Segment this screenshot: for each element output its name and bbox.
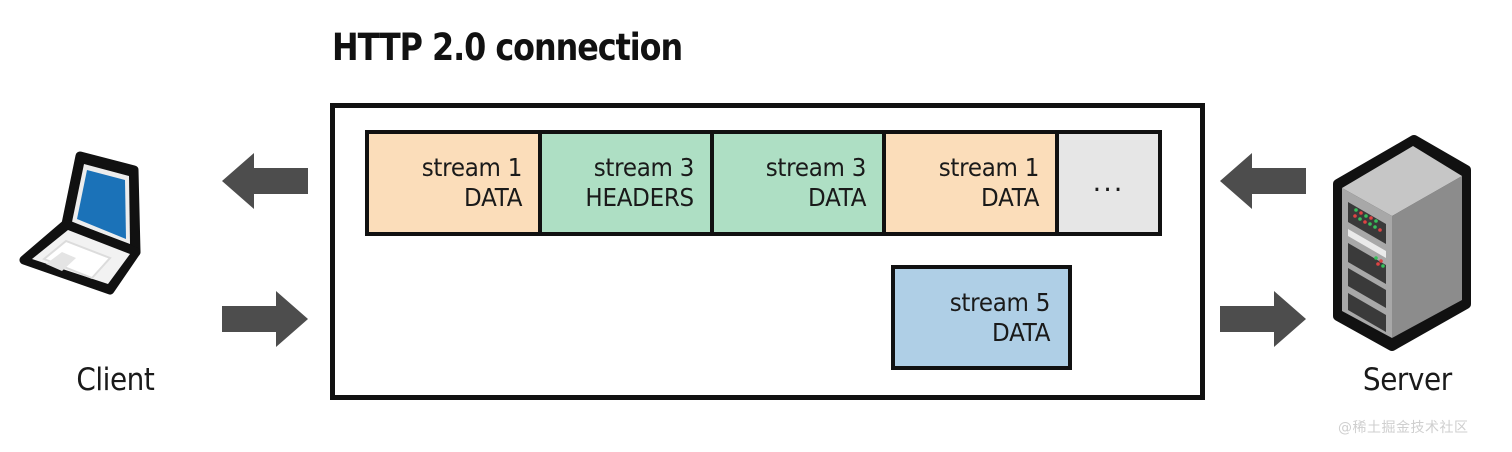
watermark-text: @稀土掘金技术社区 — [1338, 420, 1469, 436]
frame-stream-label: stream 1 — [938, 153, 1040, 182]
arrow-server-inbound-icon — [1220, 152, 1306, 210]
frame-more-placeholder[interactable]: ... — [1055, 130, 1162, 236]
downstream-frame-strip: stream 1 DATA stream 3 HEADERS stream 3 … — [365, 130, 1162, 236]
frame-type-label: DATA — [991, 317, 1050, 347]
frame-stream-3-headers[interactable]: stream 3 HEADERS — [538, 130, 714, 236]
frame-stream-5-data[interactable]: stream 5 DATA — [891, 265, 1072, 370]
laptop-icon — [18, 140, 208, 330]
arrow-client-outbound-icon — [222, 290, 308, 348]
arrow-server-outbound-icon — [1220, 290, 1306, 348]
frame-stream-label: stream 1 — [421, 153, 523, 182]
diagram-title: HTTP 2.0 connection — [332, 26, 683, 69]
client-label: Client — [76, 362, 155, 398]
frame-type-label: DATA — [807, 183, 866, 212]
frame-type-label: DATA — [463, 183, 522, 212]
frame-stream-3-data[interactable]: stream 3 DATA — [710, 130, 886, 236]
frame-type-label: DATA — [980, 183, 1039, 212]
frame-type-label: HEADERS — [585, 183, 695, 212]
frame-stream-label: stream 3 — [765, 153, 867, 182]
server-tower-icon — [1322, 132, 1482, 360]
ellipsis-label: ... — [1092, 167, 1125, 198]
frame-stream-1-data-a[interactable]: stream 1 DATA — [365, 130, 542, 236]
frame-stream-label: stream 3 — [593, 153, 695, 182]
server-label: Server — [1362, 362, 1452, 398]
frame-stream-label: stream 5 — [949, 287, 1051, 317]
frame-stream-1-data-b[interactable]: stream 1 DATA — [882, 130, 1059, 236]
arrow-client-inbound-icon — [222, 152, 308, 210]
